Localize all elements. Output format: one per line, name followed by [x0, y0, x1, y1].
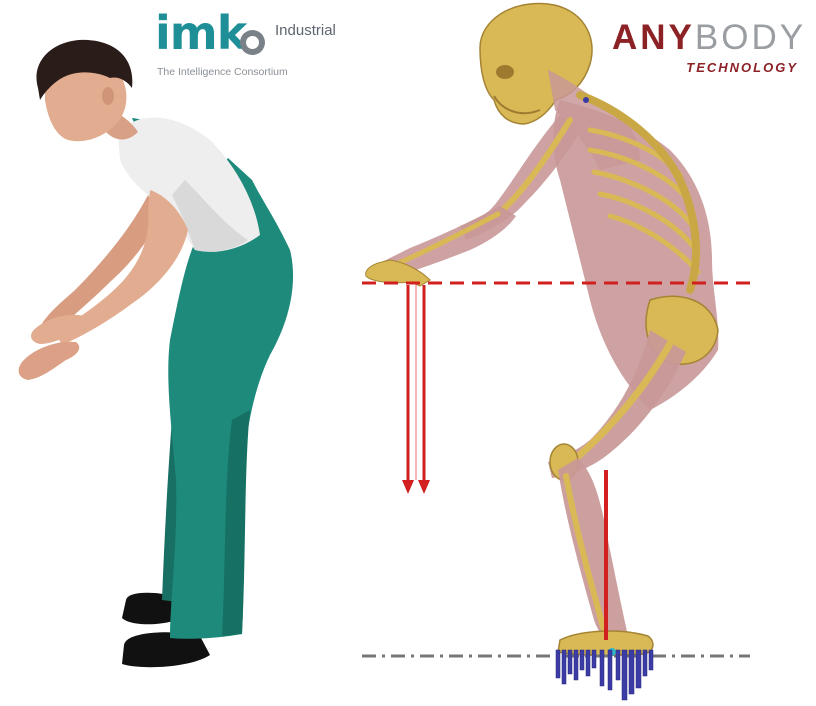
hand-force-arrows [402, 285, 430, 494]
imk-logo-tagline: The Intelligence Consortium [157, 66, 288, 78]
neck-marker [583, 97, 589, 103]
imk-logo-text: imk [155, 10, 246, 56]
worker-hand-lower [19, 342, 80, 380]
anybody-logo: ANYBODY TECHNOLOGY [612, 18, 812, 78]
imk-logo-industrial: Industrial [275, 22, 336, 39]
anybody-logo-any: ANY [612, 18, 695, 57]
imk-logo: imk Industrial The Intelligence Consorti… [155, 10, 345, 85]
anybody-logo-wordmark: ANYBODY [612, 18, 806, 58]
worker-ear [102, 87, 114, 105]
worker-figure [19, 40, 293, 667]
worker-hand-upper [31, 315, 88, 344]
imk-logo-circle-icon [240, 30, 265, 55]
skeleton-figure [366, 3, 719, 656]
anybody-logo-technology: TECHNOLOGY [686, 60, 798, 75]
skull-eye [496, 65, 514, 79]
anybody-logo-body: BODY [695, 18, 806, 57]
